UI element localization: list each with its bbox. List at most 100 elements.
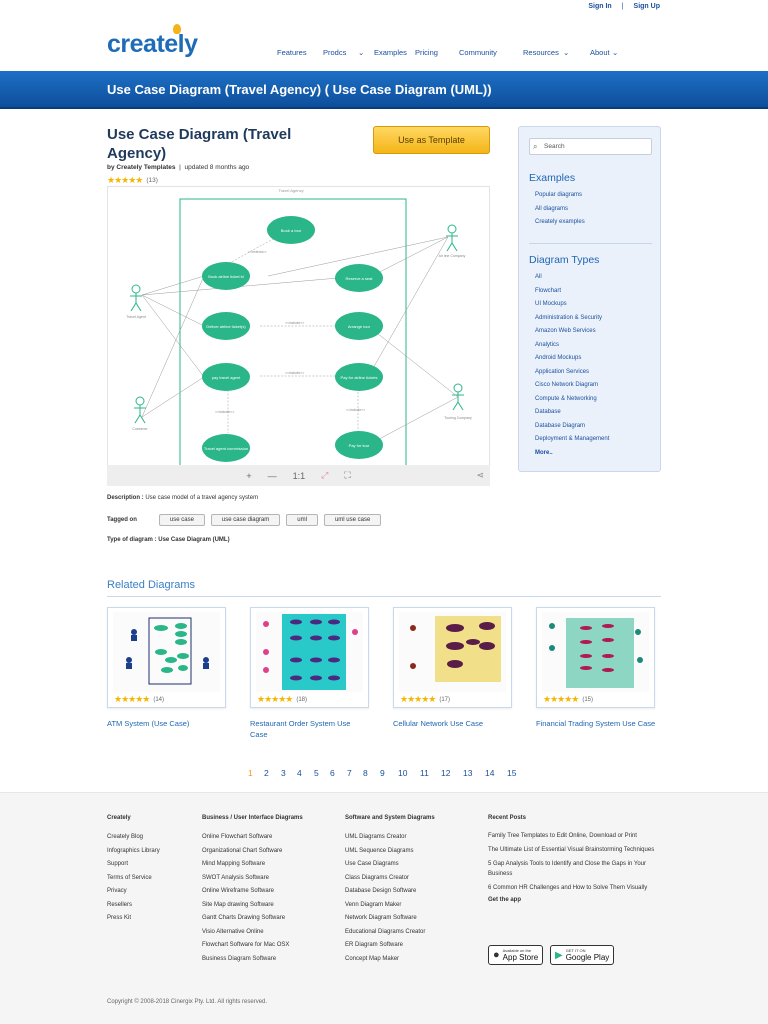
footer-link[interactable]: Online Flowchart Software: [202, 834, 273, 840]
tag-chip[interactable]: uml: [286, 514, 318, 526]
sidebar-item-more[interactable]: More..: [535, 449, 553, 456]
footer-link[interactable]: Press Kit: [107, 915, 132, 921]
sidebar-item[interactable]: Deployment & Management: [535, 436, 610, 442]
footer-link[interactable]: Database Design Software: [345, 888, 417, 894]
nav-pricing[interactable]: Pricing: [415, 48, 438, 57]
sign-up-link[interactable]: Sign Up: [633, 3, 660, 10]
fullscreen-icon[interactable]: ⛶: [344, 470, 351, 480]
actual-size-button[interactable]: 1:1: [292, 470, 306, 481]
footer-link[interactable]: Terms of Service: [107, 874, 152, 881]
sidebar-item[interactable]: All diagrams: [535, 205, 569, 212]
page-link[interactable]: 8: [363, 768, 368, 778]
footer-link[interactable]: UML Diagrams Creator: [345, 834, 407, 840]
footer-link[interactable]: Educational Diagrams Creator: [345, 928, 426, 935]
footer-link[interactable]: SWOT Analysis Software: [202, 874, 269, 881]
nav-products[interactable]: Prodcs: [323, 48, 347, 57]
nav-community[interactable]: Community: [459, 48, 497, 57]
page-link[interactable]: 2: [264, 768, 269, 778]
sidebar-item[interactable]: Administration & Security: [535, 314, 603, 321]
page-link[interactable]: 12: [441, 768, 451, 778]
footer-link[interactable]: Class Diagrams Creator: [345, 874, 410, 881]
footer-link[interactable]: Concept Map Maker: [345, 955, 400, 962]
zoom-out-icon[interactable]: —: [267, 470, 277, 481]
related-card[interactable]: ★★★★★ (15): [536, 607, 655, 708]
tag-chip[interactable]: use case diagram: [210, 514, 281, 526]
footer-link[interactable]: Resellers: [107, 901, 133, 908]
nav-about[interactable]: About: [590, 48, 610, 57]
zoom-in-icon[interactable]: +: [246, 470, 252, 481]
recent-post-link[interactable]: 5 Gap Analysis Tools to Identify and Clo…: [488, 861, 646, 877]
footer-link[interactable]: Mind Mapping Software: [202, 861, 266, 867]
footer-link[interactable]: Infographics Library: [107, 847, 160, 854]
tag-chip[interactable]: use case: [158, 514, 205, 526]
app-store-badge[interactable]: ● Available on the App Store: [488, 945, 544, 965]
sign-in-link[interactable]: Sign In: [588, 3, 612, 10]
footer-link[interactable]: UML Sequence Diagrams: [345, 847, 414, 854]
related-card-title[interactable]: Restaurant Order System Use Case: [250, 719, 351, 739]
footer-link[interactable]: Site Map drawing Software: [202, 901, 274, 908]
page-link[interactable]: 10: [398, 768, 408, 778]
page-link[interactable]: 3: [281, 768, 286, 778]
related-card[interactable]: ★★★★★ (14): [107, 607, 226, 708]
footer-link[interactable]: Network Diagram Software: [345, 915, 417, 921]
creately-logo[interactable]: creately: [107, 24, 198, 59]
share-icon[interactable]: ⋖: [476, 470, 484, 480]
page-link[interactable]: 7: [347, 768, 352, 778]
page-link[interactable]: 11: [420, 768, 429, 778]
page-link[interactable]: 6: [330, 768, 335, 778]
star-rating-icon[interactable]: ★★★★★: [107, 175, 143, 185]
page-link[interactable]: 5: [314, 768, 319, 778]
sidebar-item[interactable]: All: [535, 274, 542, 280]
fit-icon[interactable]: ⤢: [321, 470, 329, 480]
description-text: Use case model of a travel agency system: [145, 495, 259, 501]
tag-chip[interactable]: uml use case: [323, 514, 382, 526]
related-card-title[interactable]: ATM System (Use Case): [107, 719, 190, 728]
type-value[interactable]: Use Case Diagram (UML): [158, 537, 230, 543]
sidebar-item[interactable]: Amazon Web Services: [535, 328, 596, 334]
recent-post-link[interactable]: The Ultimate List of Essential Visual Br…: [488, 847, 655, 853]
nav-examples[interactable]: Examples: [374, 48, 407, 57]
footer-link[interactable]: Flowchart Software for Mac OSX: [202, 942, 290, 948]
footer-link[interactable]: Online Wireframe Software: [202, 888, 275, 894]
sidebar-item[interactable]: Cisco Network Diagram: [535, 382, 599, 388]
sidebar-item[interactable]: Android Mockups: [535, 355, 582, 361]
nav-features[interactable]: Features: [277, 48, 307, 57]
footer-link[interactable]: Creately Blog: [107, 834, 144, 840]
sidebar-item[interactable]: Creately examples: [535, 219, 585, 225]
footer-link[interactable]: Privacy: [107, 888, 127, 894]
footer-link[interactable]: ER Diagram Software: [345, 942, 404, 948]
sidebar-item[interactable]: Compute & Networking: [535, 395, 597, 402]
sidebar-item[interactable]: Application Services: [535, 368, 590, 375]
sidebar-item[interactable]: UI Mockups: [535, 301, 567, 307]
page-link[interactable]: 13: [463, 768, 473, 778]
google-play-badge[interactable]: ▶ GET IT ON Google Play: [550, 945, 615, 965]
related-card[interactable]: ★★★★★ (18): [250, 607, 369, 708]
page-link-current[interactable]: 1: [248, 768, 253, 778]
page-link[interactable]: 9: [380, 768, 385, 778]
recent-post-link[interactable]: Family Tree Templates to Edit Online, Do…: [488, 833, 637, 839]
footer-link[interactable]: Business Diagram Software: [202, 955, 277, 962]
recent-post-link[interactable]: 6 Common HR Challenges and How to Solve …: [488, 885, 648, 891]
use-as-template-button[interactable]: Use as Template: [373, 126, 490, 154]
footer-link[interactable]: Venn Diagram Maker: [345, 901, 402, 908]
footer-link[interactable]: Organizational Chart Software: [202, 847, 283, 854]
page-link[interactable]: 15: [507, 768, 517, 778]
related-card-title[interactable]: Financial Trading System Use Case: [536, 719, 656, 728]
sidebar-item[interactable]: Database Diagram: [535, 422, 586, 429]
nav-resources[interactable]: Resources: [523, 48, 559, 57]
footer-link[interactable]: Visio Alternative Online: [202, 928, 264, 935]
footer-link[interactable]: Gantt Charts Drawing Software: [202, 915, 286, 921]
sidebar-item[interactable]: Analytics: [535, 341, 560, 348]
sidebar-item[interactable]: Popular diagrams: [535, 192, 583, 198]
footer-link[interactable]: Use Case Diagrams: [345, 861, 399, 867]
related-card-title[interactable]: Cellular Network Use Case: [393, 719, 484, 728]
sidebar-item[interactable]: Database: [535, 409, 561, 415]
sidebar-item[interactable]: Flowchart: [535, 287, 562, 294]
footer-link[interactable]: Support: [107, 861, 129, 867]
diagram-preview[interactable]: Travel Agency <<extend>> <<include>>: [107, 186, 490, 486]
author-link[interactable]: by Creately Templates: [107, 164, 176, 171]
search-input[interactable]: ⌕ Search: [529, 138, 652, 155]
related-card[interactable]: ★★★★★ (17): [393, 607, 512, 708]
page-link[interactable]: 14: [485, 768, 495, 778]
page-link[interactable]: 4: [297, 768, 302, 778]
